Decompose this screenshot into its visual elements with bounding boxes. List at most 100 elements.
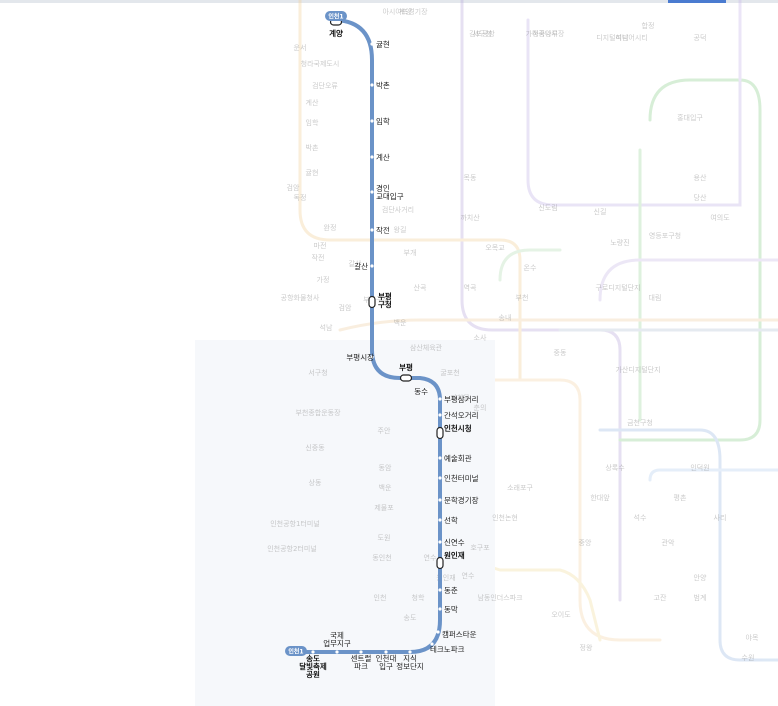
background-station-label: 왕길 [394, 225, 407, 234]
bg-line-purple-2 [526, 0, 742, 207]
station-label-seonhak[interactable]: 선학 [444, 515, 458, 525]
background-station-label: 검단사거리 [382, 205, 414, 214]
background-station-label: 관악 [662, 538, 675, 547]
station-marker-incheon-univ[interactable] [384, 650, 388, 654]
background-station-label: 오이도 [551, 610, 571, 619]
station-marker-arts-center[interactable] [438, 456, 442, 460]
background-station-label: 노량진 [610, 238, 629, 247]
background-station-label: 마전 [314, 241, 327, 250]
background-station-label: 김포공항 [469, 29, 495, 38]
station-label-galsan[interactable]: 갈산 [354, 261, 368, 271]
background-station-label: 부개 [404, 248, 417, 257]
station-marker-songdo-moonlight[interactable] [311, 650, 315, 654]
station-label-sinyeonsu[interactable]: 신연수 [444, 538, 465, 547]
station-label-dongsu[interactable]: 동수 [414, 387, 428, 396]
station-marker-galsan[interactable] [370, 264, 374, 268]
station-marker-dongchun[interactable] [438, 588, 442, 592]
active-tab-indicator[interactable] [668, 0, 726, 3]
background-station-label: 아시아드경기장 [382, 7, 428, 16]
transfer-station-marker-bupyeong[interactable] [399, 374, 413, 382]
station-marker-sinyeonsu[interactable] [438, 540, 442, 544]
background-station-label: 박촌 [306, 143, 319, 152]
background-station-label: 한대앞 [590, 494, 610, 502]
station-label-gyeyang[interactable]: 계양 [329, 28, 343, 38]
background-station-label: 인덕원 [690, 463, 709, 472]
station-label-bupyeong-market[interactable]: 부평시장 [346, 352, 374, 362]
background-station-label: 사리 [714, 513, 727, 522]
background-station-label: 백운 [394, 318, 407, 327]
station-marker-bupyeong-samgeori[interactable] [438, 397, 442, 401]
station-label-bupyeong[interactable]: 부평 [399, 362, 413, 372]
station-label-munhak-stadium[interactable]: 문학경기장 [444, 495, 479, 505]
station-marker-munhak-stadium[interactable] [438, 498, 442, 502]
line-badge-top[interactable]: 인천1 [325, 11, 347, 21]
station-label-arts-center[interactable]: 예술회관 [444, 453, 472, 463]
background-station-label: 금천구청 [627, 418, 653, 427]
station-marker-ganseok-ogeori[interactable] [438, 413, 442, 417]
station-marker-seonhak[interactable] [438, 518, 442, 522]
transfer-station-marker-incheon-cityhall[interactable] [436, 426, 444, 440]
station-label-bupyeong-samgeori[interactable]: 부평삼거리 [444, 394, 479, 404]
background-station-label: 검암 [287, 184, 300, 192]
station-label-gyulhyeon[interactable]: 귤현 [376, 40, 390, 49]
background-station-label: 굴포천 [440, 368, 459, 377]
station-label-imhak[interactable]: 임학 [376, 116, 390, 126]
station-label-bakchon[interactable]: 박촌 [376, 80, 390, 90]
station-marker-imhak[interactable] [370, 119, 374, 123]
background-station-label: 산곡 [414, 283, 427, 292]
transfer-station-marker-woninjae[interactable] [436, 556, 444, 570]
background-station-label: 대림 [649, 294, 662, 302]
line-badge-bottom-text: 인천1 [288, 648, 303, 656]
station-marker-technopark[interactable] [430, 642, 434, 646]
background-station-label: 연수 [424, 554, 437, 562]
background-station-label: 신중동 [305, 443, 325, 452]
station-marker-jakjeon[interactable] [370, 228, 374, 232]
background-station-label: 계산 [306, 98, 319, 107]
station-marker-bus-terminal[interactable] [438, 476, 442, 480]
background-station-label: 검암 [339, 304, 352, 312]
station-marker-gyeongin-univ[interactable] [370, 190, 374, 194]
station-label-technopark[interactable]: 테크노파크 [430, 645, 465, 654]
station-marker-central-park[interactable] [359, 650, 363, 654]
station-marker-bio-research[interactable] [408, 650, 412, 654]
bg-line-beige-3 [438, 378, 662, 642]
line-badge-bottom[interactable]: 인천1 [285, 646, 307, 656]
transfer-station-marker-bupyeong-gu[interactable] [368, 295, 376, 309]
background-station-label: 가정중앙시장 [526, 29, 565, 38]
background-station-label: 구로디지털단지 [595, 283, 640, 292]
station-label-jakjeon[interactable]: 작전 [376, 225, 390, 235]
background-station-label: 용산 [694, 173, 707, 182]
station-label-gyesan[interactable]: 계산 [376, 152, 390, 162]
background-station-label: 주안 [378, 426, 391, 435]
background-station-label: 디지털미디어시티 [596, 33, 648, 42]
station-label-incheon-cityhall[interactable]: 인천시청 [444, 423, 472, 433]
station-marker-dongsu[interactable] [426, 388, 430, 392]
station-marker-intl-business[interactable] [335, 650, 339, 654]
background-station-label: 청라국제도시 [301, 59, 340, 68]
station-label-campus-town[interactable]: 캠퍼스타운 [442, 629, 477, 639]
station-marker-gyesan[interactable] [370, 155, 374, 159]
background-station-label: 부천종합운동장 [295, 408, 341, 417]
station-marker-dongmak[interactable] [438, 607, 442, 611]
station-marker-bakchon[interactable] [370, 83, 374, 87]
background-station-label: 송내 [499, 313, 512, 322]
station-label-dongmak[interactable]: 동막 [444, 604, 458, 614]
bg-line-violet [598, 258, 778, 302]
station-label-dongchun[interactable]: 동춘 [444, 586, 458, 595]
station-label-woninjae[interactable]: 원인재 [444, 550, 465, 560]
background-station-label: 소래포구 [507, 483, 533, 492]
station-marker-campus-town[interactable] [436, 630, 440, 634]
station-label-bus-terminal[interactable]: 인천터미널 [444, 473, 479, 483]
station-label-ganseok-ogeori[interactable]: 간석오거리 [444, 410, 479, 420]
station-marker-gyulhyeon[interactable] [370, 42, 374, 46]
station-marker-bupyeong-market[interactable] [370, 355, 374, 359]
background-station-label: 완정 [324, 223, 337, 232]
